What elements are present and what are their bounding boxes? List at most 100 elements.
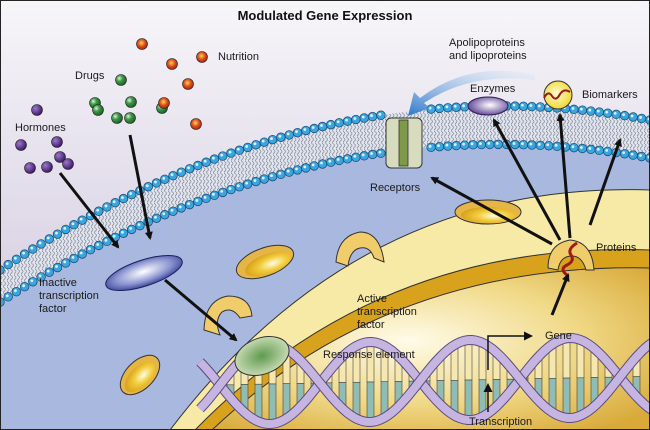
drug-molecule [125, 96, 137, 108]
drug-particles [89, 74, 168, 124]
phospholipid-head [242, 179, 253, 189]
phospholipid-head [493, 139, 503, 150]
phospholipid-head [586, 106, 596, 116]
phospholipid-head [586, 144, 596, 155]
phospholipid-head [218, 187, 228, 198]
arrow-to-biomarkers [556, 113, 572, 239]
label-active-tf-3: factor [357, 319, 385, 331]
phospholipid-head [527, 140, 537, 150]
phospholipid-head [85, 245, 96, 255]
nutrient-molecule [158, 97, 170, 109]
nuclear-pore-center [335, 231, 385, 267]
label-hormones: Hormones [15, 122, 66, 134]
biomarker-particle [543, 80, 573, 110]
phospholipid-head [61, 224, 71, 235]
phospholipid-head [69, 220, 79, 230]
phospholipid-head [19, 281, 30, 292]
phospholipid-head [569, 142, 579, 153]
phospholipid-head [577, 105, 588, 115]
phospholipid-head [267, 134, 278, 145]
phospholipid-head [226, 148, 236, 158]
nutrient-molecule [182, 78, 194, 90]
phospholipid-head [619, 110, 630, 121]
phospholipid-head [135, 220, 145, 231]
phospholipid-head [351, 152, 361, 163]
phospholipid-head [301, 163, 311, 173]
phospholipid-head [443, 103, 453, 113]
phospholipid-head [184, 164, 195, 174]
arrow-to-receptors [430, 176, 553, 246]
phospholipid-head [334, 118, 344, 128]
phospholipid-head [160, 210, 170, 220]
phospholipid-head [44, 234, 54, 244]
label-gene: Gene [545, 330, 572, 342]
phospholipid-head [28, 244, 38, 254]
arrow-drugs-to-tf [128, 134, 153, 240]
phospholipid-head [176, 203, 187, 213]
label-lipoproteins: and lipoproteins [449, 50, 527, 62]
label-drugs: Drugs [75, 70, 105, 82]
phospholipid-head [376, 110, 386, 120]
hormone-molecule [51, 136, 63, 148]
base-pair [562, 338, 571, 379]
phospholipid-head [276, 169, 286, 180]
drug-molecule [92, 104, 104, 116]
drug-molecule [115, 74, 127, 86]
phospholipid-head [552, 141, 562, 152]
membrane-inner-leaflet [0, 139, 650, 307]
phospholipid-head [594, 107, 604, 117]
label-inactive-tf-3: factor [39, 303, 67, 315]
base-pair [464, 379, 473, 421]
phospholipid-head [628, 112, 638, 122]
phospholipid-head [451, 140, 461, 151]
phospholipid-head [535, 140, 545, 151]
phospholipid-head [636, 113, 647, 124]
phospholipid-head [636, 151, 647, 162]
phospholipid-head [110, 198, 120, 208]
phospholipid-head [317, 121, 328, 132]
phospholipid-head [518, 101, 529, 111]
apolipoprotein-arrow [408, 70, 535, 116]
phospholipid-head [52, 229, 63, 239]
phospholipid-head [127, 189, 137, 200]
label-receptors: Receptors [370, 182, 421, 194]
base-pair [366, 341, 375, 383]
phospholipid-head [193, 160, 203, 171]
phospholipid-head [234, 145, 245, 155]
phospholipid-head [376, 148, 386, 158]
phospholipid-head [577, 143, 588, 154]
base-pair [366, 381, 375, 423]
phospholipid-head [201, 193, 211, 204]
phospholipid-head [127, 224, 137, 235]
phospholipid-head [527, 101, 537, 112]
nuclear-pore-left [203, 295, 253, 336]
enzyme-protein [467, 96, 509, 116]
label-apolipoproteins: Apolipoproteins [449, 37, 525, 49]
phospholipid-head [619, 149, 630, 159]
phospholipid-head [292, 127, 303, 138]
dna-backbone-strand [197, 333, 650, 429]
nutrient-molecule [190, 118, 202, 130]
phospholipid-head [485, 139, 495, 150]
phospholipid-head [459, 140, 470, 150]
drug-molecule [124, 112, 136, 124]
phospholipid-head [44, 267, 54, 277]
inactive-transcription-factor [105, 255, 183, 291]
hormone-molecule [15, 139, 27, 151]
protein-strand [561, 241, 578, 277]
phospholipid-head [292, 165, 303, 175]
vesicle-center [235, 244, 295, 280]
phospholipid-head [0, 297, 5, 307]
phospholipid-head [52, 262, 63, 273]
base-pair [268, 383, 277, 425]
phospholipid-head [543, 141, 554, 151]
label-proteins: Proteins [596, 242, 637, 254]
phospholipid-head [628, 150, 638, 160]
phospholipid-head [359, 151, 369, 161]
nutrient-molecule [136, 38, 148, 50]
phospholipid-head [451, 102, 461, 112]
hormone-molecule [41, 161, 53, 173]
phospholipid-head [69, 253, 79, 264]
phospholipid-head [510, 101, 520, 111]
pathway-arrows [58, 113, 622, 342]
